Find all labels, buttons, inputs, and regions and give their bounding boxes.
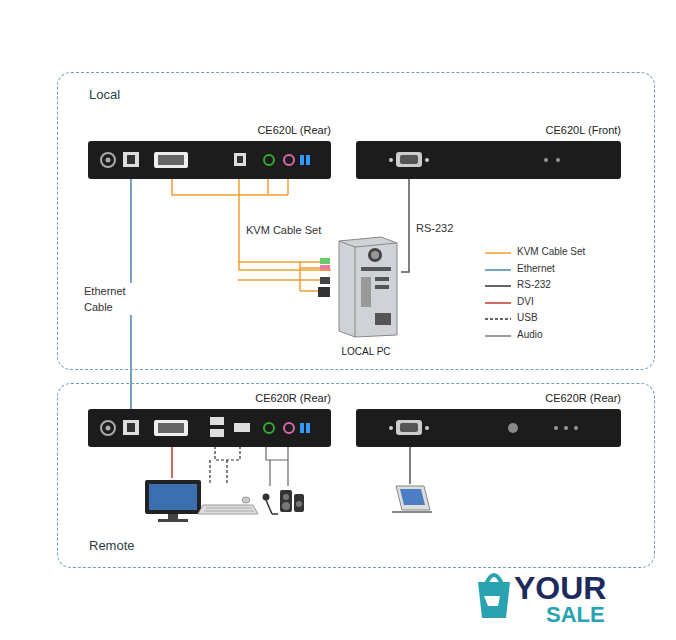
- touch-panel: [392, 486, 432, 512]
- watermark-text: SALE: [546, 604, 605, 626]
- legend-entry: Ethernet: [517, 263, 555, 274]
- pc-node: LOCAL PC: [331, 233, 401, 357]
- legend-line: [485, 284, 511, 288]
- legend-text: DVI: [517, 296, 534, 307]
- region-box: Remote CE620R (Rear) CE620R (Rear): [57, 383, 655, 568]
- legend-entry: USB: [517, 312, 538, 323]
- cable-label: Ethernet Cable: [84, 283, 140, 315]
- legend-entry: Audio: [517, 329, 543, 340]
- kvm-device: CE620L (Front): [356, 141, 621, 179]
- keyboard: [198, 497, 258, 514]
- device-ports: [356, 409, 621, 447]
- node-label: CE620L (Rear): [257, 124, 331, 136]
- legend-entry: DVI: [517, 296, 534, 307]
- node-label: LOCAL PC: [331, 346, 401, 357]
- legend-line: [485, 334, 511, 338]
- watermark-logo: [478, 575, 510, 618]
- legend-text: Audio: [517, 329, 543, 340]
- monitor: [145, 480, 201, 522]
- node-label: CE620R (Rear): [545, 392, 621, 404]
- node-label: Remote: [86, 538, 138, 553]
- legend-text: Ethernet: [517, 263, 555, 274]
- node-label: CE620R (Rear): [255, 392, 331, 404]
- legend-text: KVM Cable Set: [517, 246, 585, 257]
- region-box: LocalCE620L (Rear) CE620L (Front) LOCAL PC: [57, 72, 655, 370]
- legend-line: [485, 317, 511, 321]
- watermark-text: YOUR: [514, 572, 606, 604]
- node-label: Local: [86, 87, 123, 102]
- device-ports: [88, 409, 331, 447]
- mic-speakers: [263, 490, 305, 514]
- node-label: CE620L (Front): [546, 124, 621, 136]
- kvm-device: CE620L (Rear): [88, 141, 331, 179]
- device-ports: [88, 141, 331, 179]
- kvm-device: CE620R (Rear): [356, 409, 621, 447]
- cable-label: KVM Cable Set: [246, 224, 321, 236]
- legend-line: [485, 301, 511, 305]
- legend-entry: RS-232: [517, 279, 551, 290]
- cable-connector: [401, 179, 409, 272]
- legend-line: [485, 268, 511, 272]
- cable-plugs: [318, 258, 330, 297]
- kvm-wires: [172, 178, 322, 291]
- device-ports: [356, 141, 621, 179]
- kvm-device: CE620R (Rear): [88, 409, 331, 447]
- legend-line: [485, 251, 511, 255]
- cable-connector: [239, 179, 331, 270]
- legend-entry: KVM Cable Set: [517, 246, 585, 257]
- legend-text: USB: [517, 312, 538, 323]
- cable-label: RS-232: [416, 222, 453, 234]
- legend-text: RS-232: [517, 279, 551, 290]
- pc-tower: [331, 233, 401, 339]
- remote-wires: [172, 446, 410, 486]
